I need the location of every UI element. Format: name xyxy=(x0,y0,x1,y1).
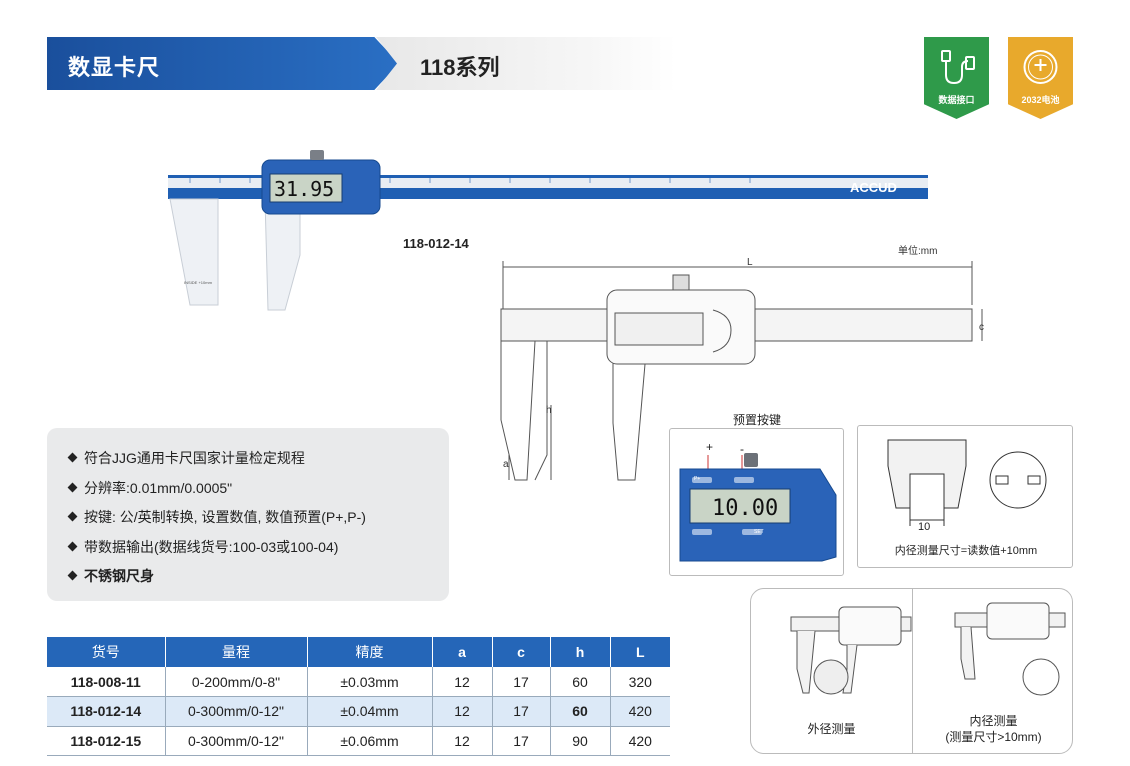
preset-title: 预置按键 xyxy=(733,413,782,427)
measure-illustration xyxy=(790,602,1066,696)
brand-logo: ACCUD xyxy=(850,180,897,195)
feature-item: 分辨率:0.01mm/0.0005" xyxy=(67,478,366,508)
battery-badge: 2032电池 xyxy=(1008,37,1073,119)
dim-h: h xyxy=(546,405,552,416)
inner-measure-caption: 内径测量 (测量尺寸>10mm) xyxy=(945,714,1042,744)
measurement-modes: 外径测量 内径测量 (测量尺寸>10mm) xyxy=(750,588,1073,754)
feature-item: 符合JJG通用卡尺国家计量检定规程 xyxy=(67,448,366,478)
series-title: 118系列 xyxy=(420,55,500,80)
technical-drawing: L c h a xyxy=(500,257,984,481)
caliper-photo: 31.95 ACCUD INSIDE +10mm xyxy=(168,150,928,311)
usb-cable-icon xyxy=(941,50,975,85)
dim-c: c xyxy=(979,322,984,333)
table-row-highlighted: 118-012-14 0-300mm/0-12" ±0.04mm 12 17 6… xyxy=(47,696,670,727)
series-banner xyxy=(376,37,676,90)
col-header: L xyxy=(610,637,670,667)
feature-list: 符合JJG通用卡尺国家计量检定规程 分辨率:0.01mm/0.0005" 按键:… xyxy=(67,448,366,596)
preset-display-value: 10.00 xyxy=(712,496,778,521)
data-port-badge: 数据接口 xyxy=(924,37,989,119)
col-header: 量程 xyxy=(165,637,308,667)
title-banner xyxy=(47,37,399,90)
plus-label: + xyxy=(706,440,713,454)
feature-item: 不锈钢尺身 xyxy=(67,566,366,596)
feature-item: 带数据输出(数据线货号:100-03或100-04) xyxy=(67,537,366,567)
preset-key-panel: + - 10.00 P+ SET xyxy=(669,428,844,576)
inner-caption: 内径测量尺寸=读数值+10mm xyxy=(894,545,1038,557)
battery-coin-icon xyxy=(1023,50,1058,84)
table-row: 118-008-11 0-200mm/0-8" ±0.03mm 12 17 60… xyxy=(47,667,670,697)
bullet-icon xyxy=(67,570,78,581)
spec-table: 货号 量程 精度 a c h L 118-008-11 0-200mm/0-8"… xyxy=(47,637,670,756)
measure-divider xyxy=(912,589,913,753)
battery-label: 2032电池 xyxy=(1021,95,1060,105)
col-header: c xyxy=(492,637,551,667)
inner-dim: 10 xyxy=(918,521,930,533)
page-title: 数显卡尺 xyxy=(68,55,161,80)
key-p-label: P+ xyxy=(694,476,700,482)
bullet-icon xyxy=(67,482,78,492)
bullet-icon xyxy=(67,452,78,463)
col-header: a xyxy=(432,637,493,667)
features-box: 符合JJG通用卡尺国家计量检定规程 分辨率:0.01mm/0.0005" 按键:… xyxy=(47,428,449,601)
bullet-icon xyxy=(67,541,78,551)
table-row: 118-012-15 0-300mm/0-12" ±0.06mm 12 17 9… xyxy=(47,726,670,756)
preset-illustration: + - 10.00 P+ SET xyxy=(679,440,837,562)
photo-display-value: 31.95 xyxy=(274,177,334,201)
key-set-label: SET xyxy=(754,529,764,535)
model-label: 118-012-14 xyxy=(403,236,469,251)
table-header-row: 货号 量程 精度 a c h L xyxy=(47,637,670,667)
outer-measure-caption: 外径测量 xyxy=(807,722,856,736)
feature-item: 按键: 公/英制转换, 设置数值, 数值预置(P+,P-) xyxy=(67,507,366,537)
unit-label: 单位:mm xyxy=(898,246,938,257)
col-header: h xyxy=(550,637,611,667)
col-header: 货号 xyxy=(47,637,166,667)
inner-jaw-diagram: 10 xyxy=(887,439,1047,533)
data-port-label: 数据接口 xyxy=(938,95,975,105)
col-header: 精度 xyxy=(307,637,433,667)
inner-measure-note: 10 内径测量尺寸=读数值+10mm xyxy=(857,425,1073,568)
inside-note: INSIDE +10mm xyxy=(184,280,213,285)
bullet-icon xyxy=(67,511,78,522)
minus-label: - xyxy=(740,442,744,456)
dim-L: L xyxy=(747,257,753,268)
dim-a: a xyxy=(503,459,509,470)
